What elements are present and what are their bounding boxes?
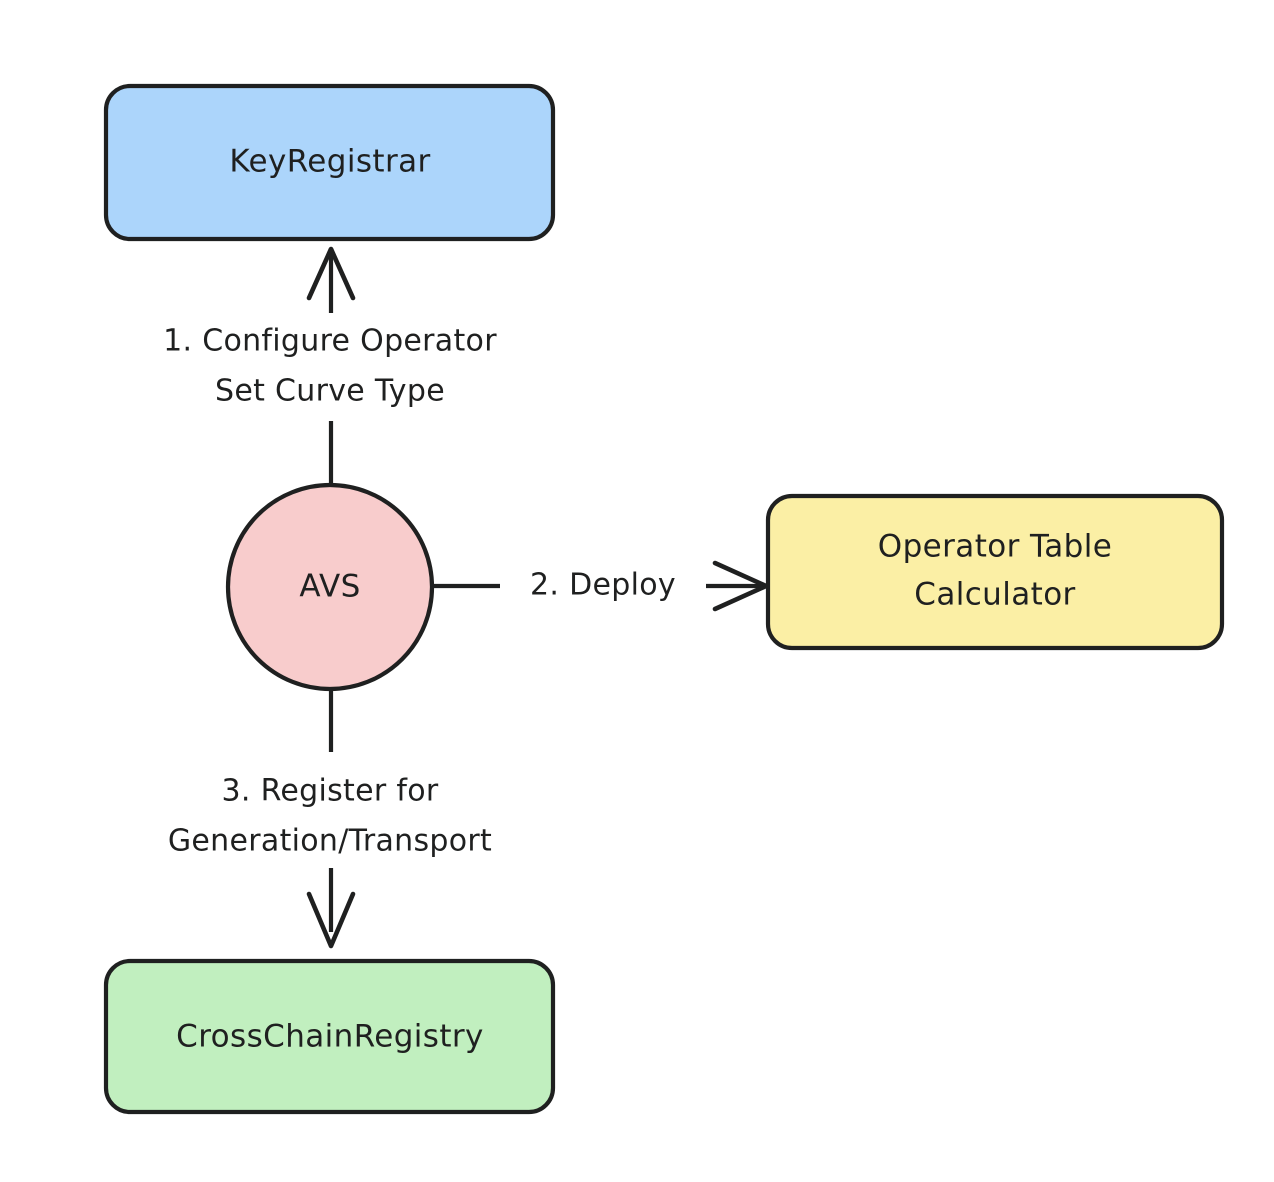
edge-3-label-line2: Generation/Transport [168,824,492,859]
crosschainregistry-box[interactable] [103,958,556,1115]
edge-2-label: 2. Deploy [530,568,676,603]
avs-label: AVS [299,569,360,605]
node-keyregistrar[interactable]: KeyRegistrar [103,83,556,242]
node-operator-table-calculator[interactable]: Operator Table Calculator [765,493,1225,651]
operator-table-calculator-box[interactable] [765,493,1225,651]
keyregistrar-label: KeyRegistrar [229,144,430,180]
node-crosschainregistry[interactable]: CrossChainRegistry [103,958,556,1115]
edge-2-label-line1: 2. Deploy [530,568,676,603]
operator-table-calculator-label-line1: Operator Table [878,529,1112,565]
keyregistrar-box[interactable] [103,83,556,242]
edge-avs-to-keyregistrar [306,246,356,484]
edge-avs-to-crosschainregistry [306,690,356,949]
edge-3-label-line1: 3. Register for [222,774,439,809]
crosschainregistry-label: CrossChainRegistry [176,1019,484,1055]
edge-1-label-line1: 1. Configure Operator [163,324,497,359]
edge-3-label: 3. Register for Generation/Transport [168,774,492,859]
node-avs[interactable]: AVS [225,482,435,692]
avs-circle[interactable] [225,482,435,692]
arrowhead-down-icon [306,891,356,949]
edge-1-label: 1. Configure Operator Set Curve Type [163,324,497,409]
edge-1-label-line2: Set Curve Type [215,374,445,409]
arrowhead-up-icon [306,246,356,301]
operator-table-calculator-label-line2: Calculator [914,577,1075,613]
